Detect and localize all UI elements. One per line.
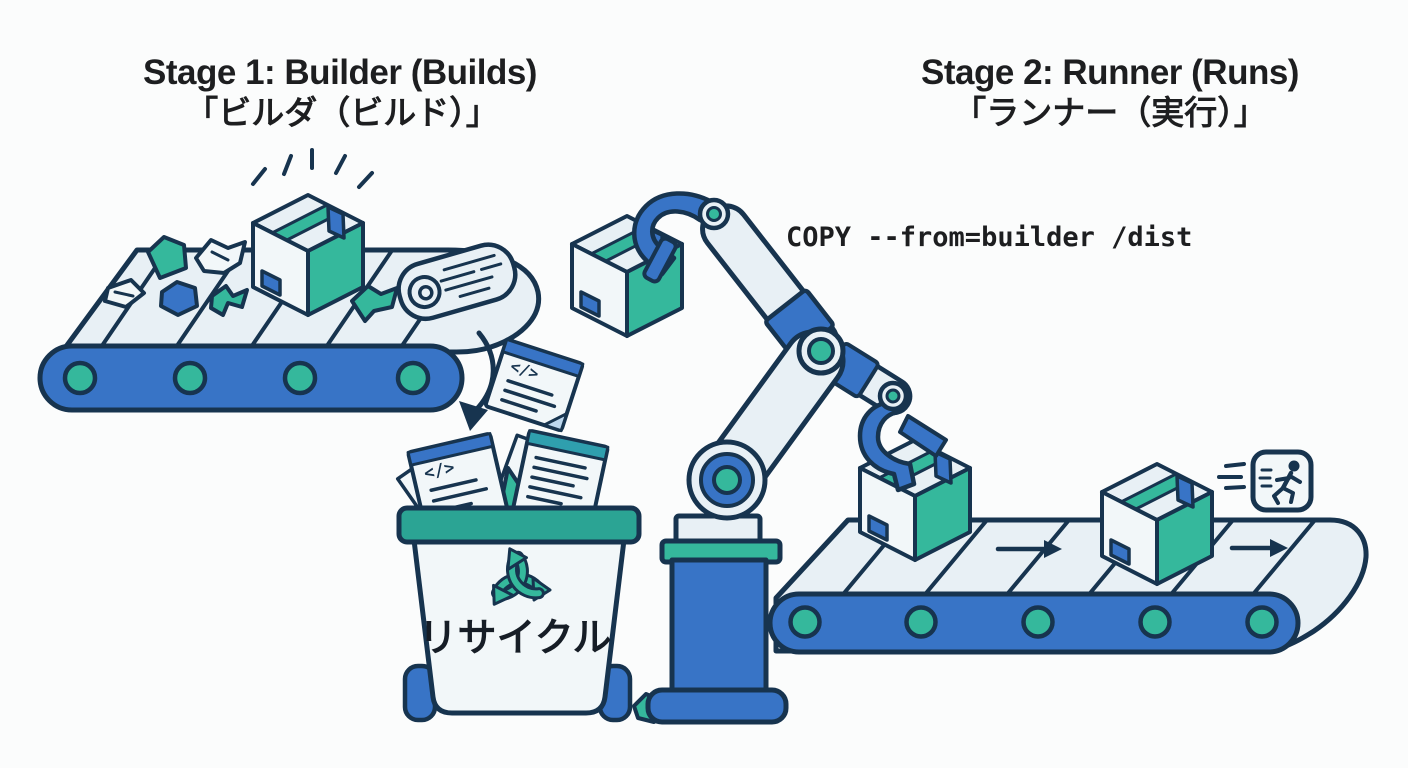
recycle-arrows-icon <box>491 547 552 606</box>
package-box <box>251 193 365 317</box>
stage1-subtitle: 「ビルダ（ビルド）」 <box>185 94 499 131</box>
robot-claw <box>857 380 948 493</box>
elbow-joint-core <box>807 337 835 365</box>
conveyor-roller <box>172 360 208 396</box>
stage2-subtitle: 「ランナー（実行）」 <box>953 94 1267 131</box>
robot-pedestal <box>645 513 789 725</box>
copy-command-label: COPY --from=builder /dist <box>786 222 1192 253</box>
wrist-joint-core <box>885 388 901 404</box>
conveyor-roller <box>904 605 938 639</box>
sparkle-lines-icon <box>251 148 374 189</box>
conveyor-roller <box>788 605 822 639</box>
bin-body <box>411 537 627 716</box>
stage1-title: Stage 1: Builder (Builds) <box>143 53 537 92</box>
stage2-title: Stage 2: Runner (Runs) <box>921 53 1299 92</box>
conveyor-roller <box>1245 605 1279 639</box>
belt-arrow-icon <box>1229 539 1288 557</box>
recycle-bin: </> <box>395 429 642 723</box>
falling-code-file: </> <box>483 337 585 433</box>
conveyor-roller <box>62 360 98 396</box>
belt-arrow-icon <box>995 540 1062 558</box>
conveyor-roller <box>282 360 318 396</box>
curved-down-arrow-icon <box>459 330 496 431</box>
recycle-bin-label: リサイクル <box>418 617 611 660</box>
belt-base <box>37 343 465 413</box>
robot-claw <box>632 191 731 284</box>
runner-conveyor <box>767 517 1369 655</box>
build-debris <box>103 235 399 323</box>
wrist-joint-core <box>706 206 722 222</box>
bin-rim <box>396 505 642 545</box>
conveyor-roller <box>395 360 431 396</box>
running-person-badge <box>1217 449 1314 513</box>
shoulder-joint-core <box>712 465 742 495</box>
conveyor-roller <box>1021 605 1055 639</box>
speed-lines-icon <box>1217 462 1246 490</box>
running-person-icon <box>1258 460 1302 505</box>
package-box <box>570 214 684 338</box>
log-roll <box>396 242 518 321</box>
conveyor-roller <box>1138 605 1172 639</box>
package-box <box>1100 462 1214 586</box>
